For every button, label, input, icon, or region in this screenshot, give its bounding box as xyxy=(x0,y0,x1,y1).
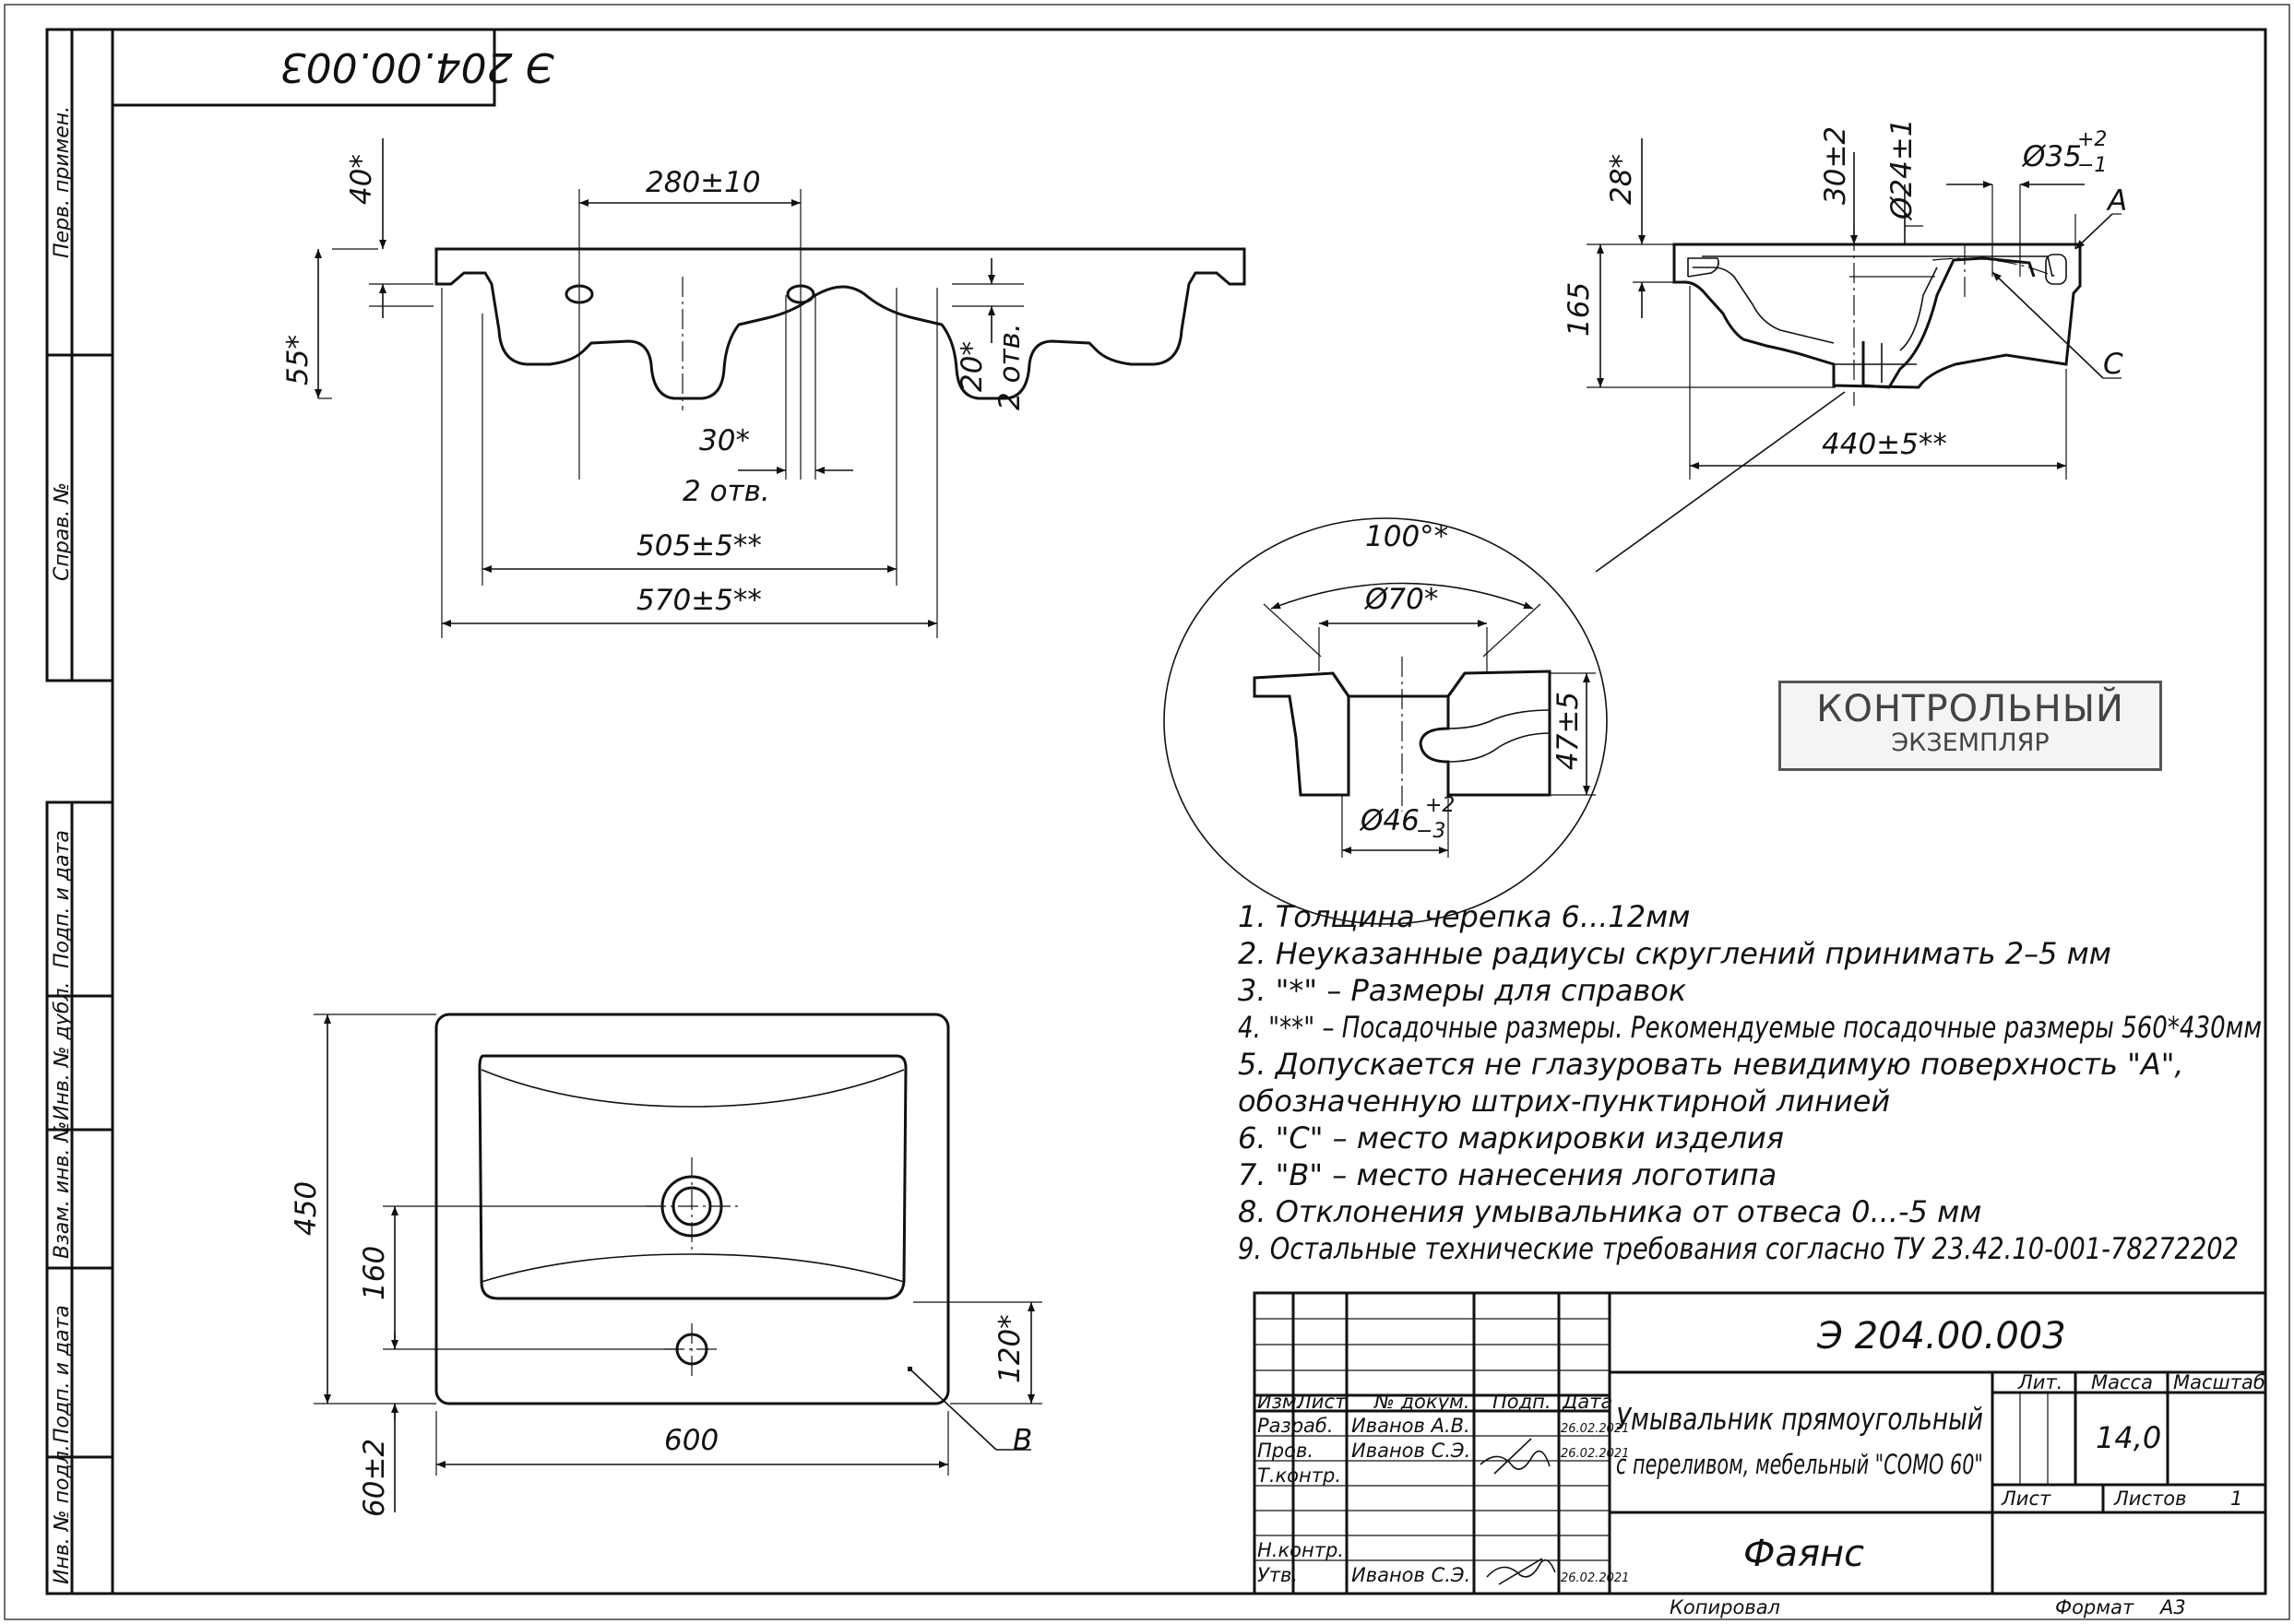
header-date: Дата xyxy=(1562,1391,1612,1413)
label-a: A xyxy=(2106,184,2127,218)
header-masshtab: Масштаб xyxy=(2173,1371,2265,1393)
dim-40: 40* xyxy=(345,154,378,205)
drawing-frame xyxy=(4,4,2290,1620)
sheets-value: 1 xyxy=(2230,1488,2242,1510)
dim-46-tol-dn: −3 xyxy=(1416,820,1445,843)
format-value: А3 xyxy=(2158,1596,2186,1618)
dim-47: 47±5 xyxy=(1551,692,1585,770)
row-name-1: Иванов С.Э. xyxy=(1351,1440,1470,1462)
dim-30: 30* xyxy=(699,424,750,457)
row-date-4: 26.02.2021 xyxy=(1561,1571,1629,1585)
dim-35-tol-up: +2 xyxy=(2077,128,2107,151)
row-name-4: Иванов С.Э. xyxy=(1351,1564,1470,1586)
side-section-view xyxy=(1587,138,2122,573)
label-listov: Листов xyxy=(2113,1488,2186,1510)
row-role-4: Утв. xyxy=(1257,1564,1298,1586)
dim-505: 505±5** xyxy=(636,529,762,563)
dim-2otv: 2 отв. xyxy=(683,475,770,508)
side-label-inv-dubl: Инв. № дубл. xyxy=(51,981,74,1120)
note-1: 1. Толщина черепка 6...12мм xyxy=(1238,899,1690,934)
dim-2otv-right: 2 отв. xyxy=(993,323,1027,410)
title-line-1: Умывальник прямоугольный xyxy=(1616,1401,1983,1437)
technical-notes: 1. Толщина черепка 6...12мм 2. Неуказанн… xyxy=(1238,899,2262,1266)
dim-55: 55* xyxy=(281,335,315,385)
dim-46: Ø46 xyxy=(1359,804,1420,837)
label-list: Лист xyxy=(2001,1488,2051,1510)
dim-24: Ø24±1 xyxy=(1885,118,1919,221)
note-7: 7. "В" – место нанесения логотипа xyxy=(1238,1157,1777,1192)
dim-35-tol-dn: −1 xyxy=(2077,154,2107,177)
note-6: 6. "С" – место маркировки изделия xyxy=(1238,1120,1784,1156)
header-list: Лист xyxy=(1296,1391,1347,1413)
header-massa: Масса xyxy=(2091,1371,2153,1393)
dim-165: 165 xyxy=(1563,282,1596,337)
stamp-line-1: КОНТРОЛЬНЫЙ xyxy=(1816,688,2124,730)
stamp-line-2: ЭКЗЕМПЛЯР xyxy=(1891,729,2050,757)
label-b: B xyxy=(1013,1424,1032,1457)
control-copy-stamp: КОНТРОЛЬНЫЙ ЭКЗЕМПЛЯР xyxy=(1778,681,2162,771)
side-label-perv-primen: Перв. примен. xyxy=(51,106,74,258)
dim-70: Ø70* xyxy=(1363,583,1438,616)
dim-120: 120* xyxy=(993,1314,1027,1383)
side-label-podp-data-2: Подп. и дата xyxy=(51,1305,74,1443)
header-lit: Лит. xyxy=(2017,1371,2062,1393)
dim-46-tol-up: +2 xyxy=(1425,794,1455,817)
title-line-2: с переливом, мебельный "COMO 60" xyxy=(1616,1449,1983,1480)
dim-30-2: 30±2 xyxy=(1819,126,1852,205)
row-role-2: Т.контр. xyxy=(1257,1464,1341,1487)
header-izm: Изм. xyxy=(1257,1391,1302,1413)
material: Фаянс xyxy=(1743,1533,1864,1575)
detail-view xyxy=(1163,517,1608,925)
side-label-podp-data-1: Подп. и дата xyxy=(51,830,74,968)
side-label-vzam-inv: Взам. инв. № xyxy=(51,1121,74,1259)
mass-value: 14,0 xyxy=(2096,1420,2161,1455)
note-8: 8. Отклонения умывальника от отвеса 0...… xyxy=(1238,1194,1981,1229)
dim-440: 440±5** xyxy=(1822,428,1947,461)
dim-60: 60±2 xyxy=(358,1439,391,1517)
header-sign: Подп. xyxy=(1492,1391,1551,1413)
dim-28: 28* xyxy=(1605,154,1638,205)
dim-570: 570±5** xyxy=(636,584,762,617)
note-2: 2. Неуказанные радиусы скруглений приним… xyxy=(1238,936,2111,971)
row-date-0: 26.02.2021 xyxy=(1561,1422,1629,1436)
header-doc: № докум. xyxy=(1373,1391,1470,1413)
note-3: 3. "*" – Размеры для справок xyxy=(1238,973,1687,1008)
note-4: 4. "**" – Посадочные размеры. Рекомендуе… xyxy=(1238,1010,2262,1045)
dim-35: Ø35 xyxy=(2021,140,2082,173)
dim-450: 450 xyxy=(290,1181,323,1236)
plan-view xyxy=(314,1013,1042,1512)
side-label-sprav: Справ. № xyxy=(51,482,74,581)
note-5: 5. Допускается не глазуровать невидимую … xyxy=(1238,1047,2184,1082)
dim-600: 600 xyxy=(664,1424,719,1457)
row-name-0: Иванов А.В. xyxy=(1351,1415,1470,1437)
title-block xyxy=(1253,1291,2267,1595)
label-c: C xyxy=(2103,348,2123,381)
dim-20: 20* xyxy=(956,341,989,392)
row-date-1: 26.02.2021 xyxy=(1561,1447,1629,1461)
row-role-0: Разраб. xyxy=(1257,1415,1334,1437)
title-block-code: Э 204.00.003 xyxy=(1816,1315,2066,1357)
side-label-inv-podl: Инв. № подл. xyxy=(51,1444,74,1584)
copied-label: Копировал xyxy=(1670,1596,1780,1618)
front-view xyxy=(315,138,1246,638)
row-role-1: Пров. xyxy=(1257,1440,1313,1462)
format-label: Формат xyxy=(2055,1596,2134,1618)
note-9: 9. Остальные технические требования согл… xyxy=(1238,1231,2239,1266)
dim-280: 280±10 xyxy=(646,166,761,199)
row-role-3: Н.контр. xyxy=(1257,1539,1344,1561)
mirrored-code: Э 204.00.003 xyxy=(280,43,555,90)
dim-160: 160 xyxy=(358,1246,391,1300)
note-5-cont: обозначенную штрих-пунктирной линией xyxy=(1238,1084,1890,1119)
dim-100: 100°* xyxy=(1365,520,1448,553)
